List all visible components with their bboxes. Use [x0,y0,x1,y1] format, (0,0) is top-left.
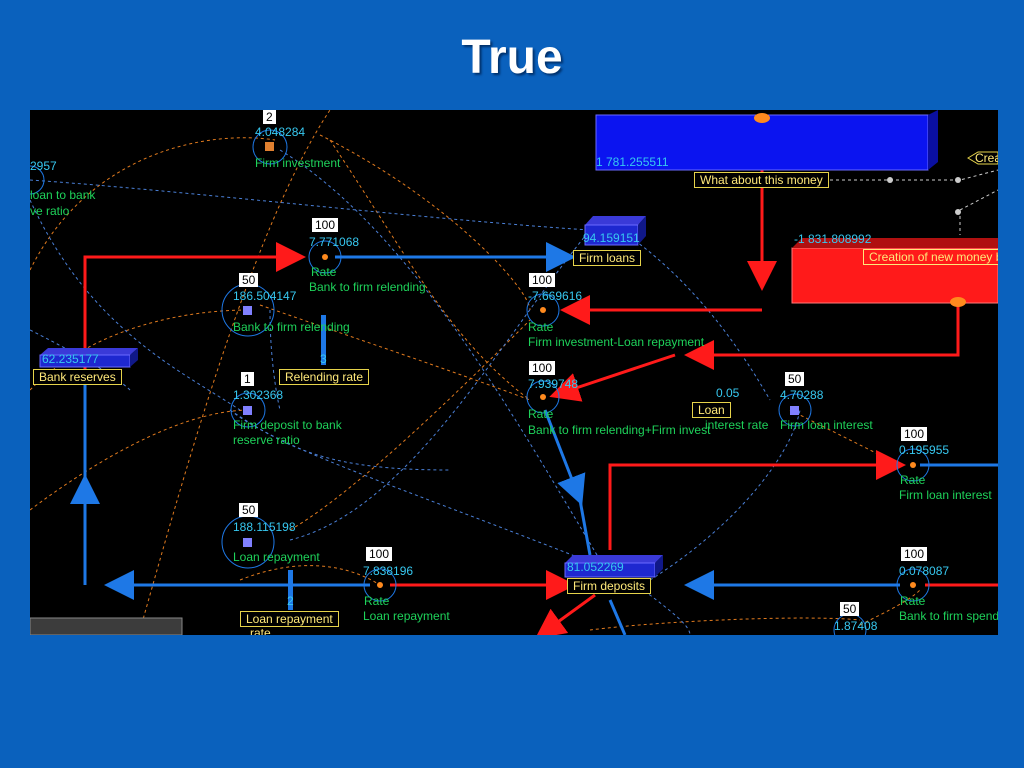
loan-interest-rate-label: interest rate [705,418,769,432]
loan-repayment-rate-bar [288,570,293,610]
influence-curves-blue [30,149,801,635]
relend-invest-setting[interactable]: 100 [529,361,556,375]
loan-repayment-converter-label: Loan repayment [233,550,320,564]
slide-title: True [461,31,563,84]
loan-interest-flow-label: Firm loan interest [899,488,992,502]
connector-dot [955,209,961,215]
relend-invest-value: 7.939748 [528,377,579,391]
firm-investment-value: 4.048284 [255,125,306,139]
left-partial-value: 2957 [30,159,57,173]
relending-flow-label: Bank to firm relending [309,280,426,294]
create-button[interactable]: Crea [975,151,998,165]
firm-spending-setting[interactable]: 100 [901,547,928,561]
blue-flows [70,242,998,635]
firm-loan-interest-value: 4.70288 [780,388,824,402]
loan-repayment-flow-value: 7.838196 [363,564,414,578]
left-ratio-label-2: ve ratio [30,204,70,218]
left-ratio-label-1: loan to bank [30,188,96,202]
grey-panel [30,617,183,635]
create-button-shape [967,151,998,165]
firm-spending-rate: Rate [900,594,926,608]
influence-curves-orange [30,110,921,631]
firm-deposits-value: 81.052269 [567,560,624,574]
relending-flow-setting[interactable]: 100 [312,218,339,232]
loan-interest-flow-rate: Rate [900,473,926,487]
relending-converter-label: Bank to firm relending [233,320,350,334]
deposit-ratio-label-2: reserve ratio [233,433,300,447]
stock-blue-reservoir [595,110,938,171]
stock-firm-loans [584,216,646,246]
investment-loan-rate: Rate [528,320,554,334]
firm-loan-interest-setting[interactable]: 50 [785,372,805,386]
relend-invest-label: Bank to firm relending+Firm invest [528,423,711,437]
firm-loans-value: 94.159151 [583,231,640,245]
firm-spending-label: Bank to firm spendi [899,609,998,623]
deposit-ratio-label-1: Firm deposit to bank [233,418,342,432]
relend-invest-rate: Rate [528,407,554,421]
loan-interest-flow-setting[interactable]: 100 [901,427,928,441]
firm-loans-label[interactable]: Firm loans [573,250,642,266]
loan-repayment-converter-value: 188.115198 [233,520,296,534]
top-links [830,169,998,235]
loan-repayment-rate-value: 2 [287,594,294,608]
loan-repayment-flow-rate: Rate [364,594,390,608]
what-about-this-money-label[interactable]: What about this money [694,172,829,188]
relending-converter-value: 186.504147 [233,289,297,303]
loan-repayment-flow-setting[interactable]: 100 [366,547,393,561]
loan-interest-flow-value: 0.195955 [899,443,950,457]
investment-loan-value: -7.669616 [528,289,583,303]
relending-rate-label[interactable]: Relending rate [279,369,370,385]
investment-loan-setting[interactable]: 100 [529,273,556,287]
loan-repayment-converter-setting[interactable]: 50 [239,503,259,517]
bank-reserves-label[interactable]: Bank reserves [33,369,122,385]
deposit-ratio-value: 1.302368 [233,388,284,402]
creation-of-new-money-label[interactable]: Creation of new money b [863,249,998,265]
relending-converter-setting[interactable]: 50 [239,273,259,287]
relending-flow-rate: Rate [311,265,337,279]
connector-dot [887,177,893,183]
loan-interest-rate-value: 0.05 [716,386,740,400]
loan-repayment-rate-box[interactable]: Loan repayment [240,611,339,627]
deposit-ratio-setting[interactable]: 1 [241,372,254,386]
loan-interest-rate-box[interactable]: Loan [692,402,731,418]
diagram-connections [30,110,998,635]
bank-reserves-value: 62.235177 [42,352,99,366]
bottom-partial-value: 1.87408 [834,619,878,633]
relending-rate-bar [321,315,326,365]
firm-deposits-label[interactable]: Firm deposits [567,578,652,594]
bottom-partial-setting[interactable]: 50 [840,602,860,616]
firm-loan-interest-label: Firm loan interest [780,418,873,432]
loan-repayment-flow-label: Loan repayment [363,609,450,623]
firm-investment-setting[interactable]: 2 [263,110,276,124]
stock-firm-deposits [564,555,663,578]
connector-dot [955,177,961,183]
stock-bank-reserves [39,348,138,368]
firm-spending-value: 0.078087 [899,564,950,578]
blue-reservoir-value: 1 781.255511 [596,155,669,169]
relending-rate-value: 3 [320,352,327,366]
loan-repayment-rate-label-2: rate [250,626,271,636]
converter-markers [243,142,916,588]
red-reservoir-value: -1 831.808992 [794,232,872,246]
investment-loan-label: Firm investment-Loan repayment [528,335,705,349]
relending-flow-value: 7.771068 [309,235,360,249]
stock-flow-diagram[interactable]: 2957 loan to bank ve ratio 2 4.048284 Fi… [30,110,998,635]
firm-investment-label: Firm investment [255,156,341,170]
